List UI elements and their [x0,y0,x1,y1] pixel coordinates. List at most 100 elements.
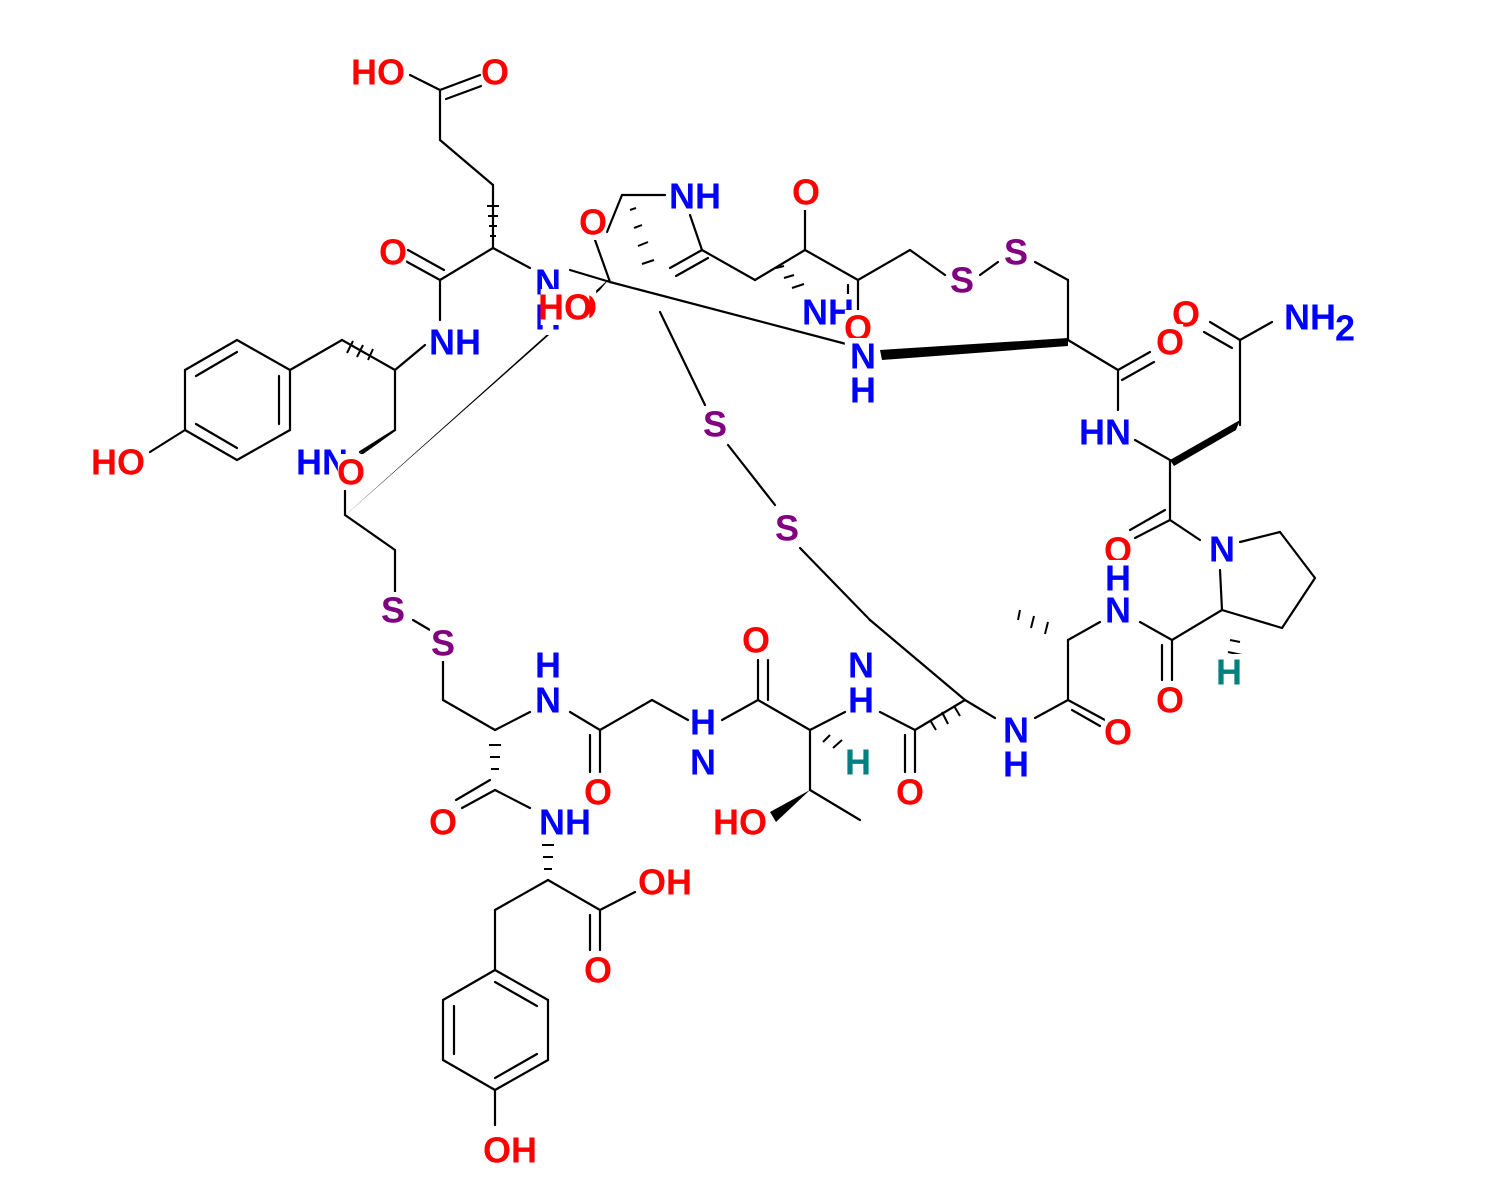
bond [605,193,624,234]
bond [593,238,612,284]
atom-label-bg [948,262,976,298]
atom-label-bg [844,744,872,780]
stereo-layer [340,205,1243,870]
atom-label-n: N [1209,529,1235,570]
bond [908,248,947,277]
bond [183,338,239,372]
atom-label-n: N [848,645,874,686]
bond [1133,438,1172,462]
bond [1066,338,1120,372]
bond [1208,320,1242,342]
bond [878,710,917,732]
bond [235,428,292,462]
bond [493,1052,539,1080]
bond [183,428,239,462]
bond [798,546,872,622]
atom-label-bg [773,510,801,546]
atom-label-bg [847,682,875,718]
atom-label-bg [1104,592,1132,628]
bond [1120,360,1156,382]
bond [441,968,497,1002]
bond [1238,530,1282,544]
atom-label-bg [1285,299,1335,335]
bond [753,248,807,282]
atom-label-bg [847,647,875,683]
atom-label-n: H [1105,558,1131,599]
bond [438,73,482,92]
atom-label-bg [1002,712,1030,748]
bond [1278,530,1317,580]
atom-label-bg [353,54,403,90]
atom-label-bg [1156,682,1184,718]
wedge-bond [340,278,610,520]
atom-label-bg [93,444,143,480]
atom-label-bg [485,1132,535,1168]
bond [1218,568,1224,612]
atom-label-bg [540,289,590,325]
bond [1066,698,1107,722]
bond [1220,608,1284,630]
wedge-bond [880,338,1068,360]
atom-label-s: S [775,508,799,549]
bond [568,268,612,284]
bond [438,138,495,187]
bond [856,248,912,282]
atom-label-bg [379,592,407,628]
atom-label-bg [1002,746,1030,782]
wedge-bond [770,790,810,822]
atom-label-o: HO [713,802,767,843]
bond [546,878,602,912]
atom-label-bg [1080,414,1130,450]
atom-label-n: N [1105,590,1131,631]
bond [441,1058,497,1092]
atom-label-bg [896,774,924,810]
bond [700,248,757,282]
atom-label-n: N [535,680,561,721]
atom-label-bg [429,625,457,661]
bond [288,338,344,372]
bond [808,788,862,822]
atom-label-bg [429,804,457,840]
bond [726,443,777,507]
atom-label-bg [1215,654,1243,690]
atom-label-bg [540,804,590,840]
bond [568,710,602,732]
bond [1033,698,1070,720]
atom-label-o: O [481,52,509,93]
bond [1116,350,1152,372]
atom-label-o: O [584,950,612,991]
atom-label-bg [689,704,717,740]
bond [1168,518,1202,542]
atom-label-bg [701,406,729,442]
bond [1033,260,1070,282]
bond [194,422,239,450]
bond [650,698,690,722]
atom-label-s: S [1004,232,1028,273]
bond [1280,576,1317,630]
bond [194,350,239,378]
bond [1170,608,1224,642]
atom-label-s: S [431,623,455,664]
atom-label-o: HO [91,442,145,483]
bond [493,710,532,732]
bond [608,280,852,347]
atom-label-n: NH [1284,297,1336,338]
bond [658,310,707,407]
bond [674,256,710,278]
atom-label-bg [534,647,562,683]
atom-label-bg [849,338,877,374]
bond [913,698,967,732]
bond [756,698,812,732]
bond [406,248,446,272]
bond [408,73,442,92]
atom-label-o: O [742,620,770,661]
atom-label-bg [430,324,480,360]
atom-label-h: H [1216,652,1242,693]
bond [668,248,704,270]
atom-label-o: OH [638,862,692,903]
bond [493,1058,550,1092]
bond [598,698,654,732]
bond [411,618,432,632]
atom-label-bg [1002,234,1030,270]
bond [963,698,997,720]
